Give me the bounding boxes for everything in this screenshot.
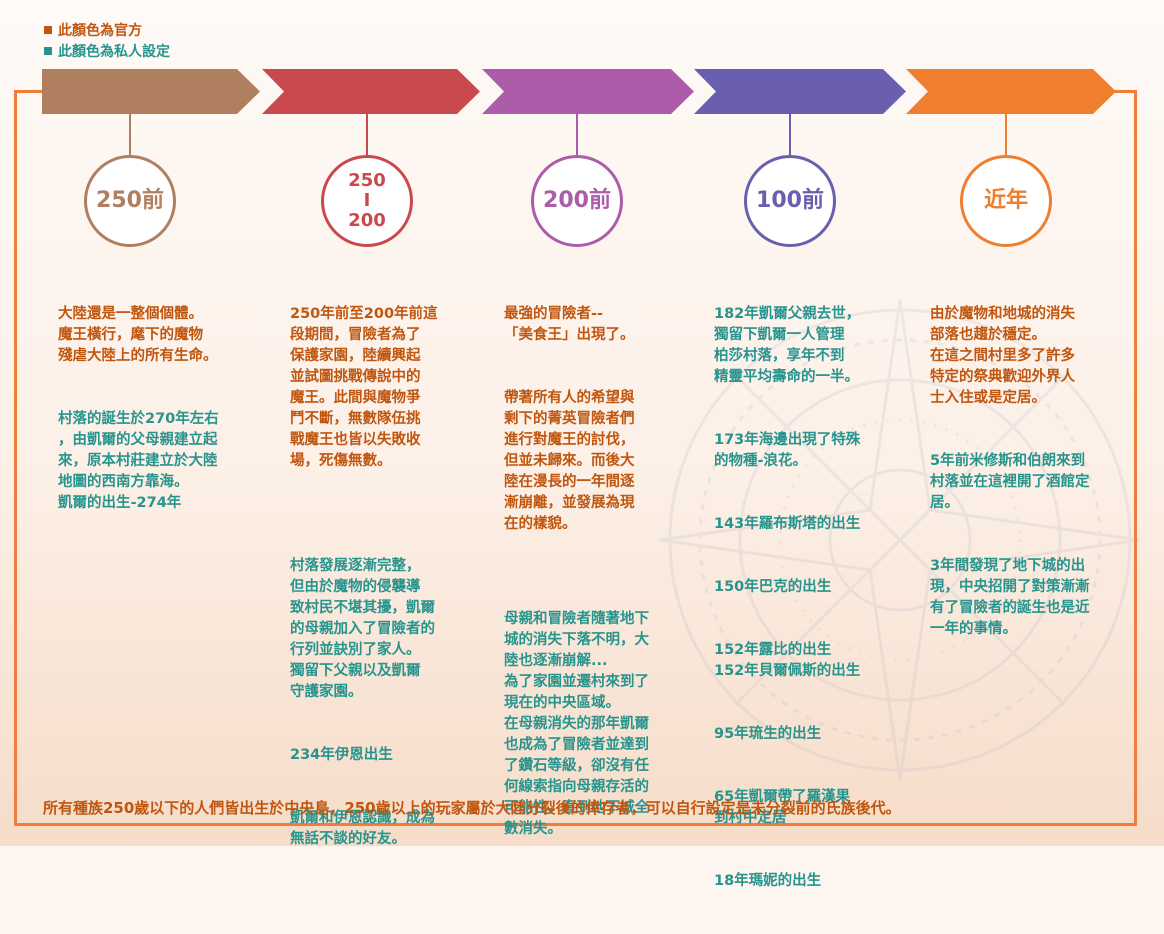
period-3-circle: 200前 [531,155,623,247]
period-1-paragraph: 村落的誕生於270年左右 ，由凱爾的父母親建立起 來，原本村莊建立於大陸 地圖的… [58,411,219,511]
legend-official: 此顏色為官方 [44,20,142,40]
legend-private: 此顏色為私人設定 [44,41,170,61]
period-3-paragraph: 最強的冒險者-- 「美食王」出現了。 [504,306,635,343]
period-4-label: 100前 [756,187,824,213]
background [0,0,1164,846]
period-1-circle: 250前 [84,155,176,247]
period-2-paragraph: 234年伊恩出生 [290,747,393,763]
period-1-stem [129,114,131,158]
footer-note: 所有種族250歲以下的人們皆出生於中央島，250歲以上的玩家屬於大陸分裂後的倖存… [43,799,901,817]
frame-top-left [14,90,44,93]
timeline-arrow-4 [694,69,906,114]
period-1-label: 250前 [96,187,164,213]
legend-official-label: 此顏色為官方 [58,23,142,39]
frame-top-right [1110,90,1137,93]
period-2-label-line-1: 250 [348,170,386,192]
period-2-text: 250年前至200年前這 段期間，冒險者為了 保護家園，陸續興起 並試圖挑戰傳說… [290,283,480,892]
period-4-circle: 100前 [744,155,836,247]
timeline-arrow-5 [906,69,1116,114]
period-4-paragraph: 182年凱爾父親去世， 獨留下凱爾一人管理 柏莎村落，享年不到 精靈平均壽命的一… [714,306,861,385]
period-4-paragraph: 173年海邊出現了特殊 的物種-浪花。 [714,432,861,469]
period-1-text: 大陸還是一整個個體。 魔王橫行，麾下的魔物 殘虐大陸上的所有生命。 村落的誕生於… [58,283,258,556]
period-1-paragraph: 大陸還是一整個個體。 魔王橫行，麾下的魔物 殘虐大陸上的所有生命。 [58,306,218,364]
period-2-label-line-3: 200 [348,209,386,231]
period-2-stem [366,114,368,158]
period-3-label: 200前 [543,187,611,213]
period-3-paragraph: 帶著所有人的希望與 剩下的菁英冒險者們 進行對魔王的討伐， 但並未歸來。而後大 … [504,390,635,532]
legend-private-label: 此顏色為私人設定 [58,44,170,60]
period-4-paragraph: 150年巴克的出生 [714,579,832,595]
period-4-text: 182年凱爾父親去世， 獨留下凱爾一人管理 柏莎村落，享年不到 精靈平均壽命的一… [714,283,904,934]
period-2-paragraph: 250年前至200年前這 段期間，冒險者為了 保護家園，陸續興起 並試圖挑戰傳說… [290,306,438,469]
period-4-paragraph: 95年琉生的出生 [714,726,822,742]
compass-emblem-watermark [659,299,1141,781]
legend-official-swatch [44,26,52,34]
period-4-stem [789,114,791,158]
timeline-arrow-2 [262,69,480,114]
period-2-paragraph: 村落發展逐漸完整， 但由於魔物的侵襲導 致村民不堪其擾，凱爾 的母親加入了冒險者… [290,558,435,700]
period-2-paragraph: 凱爾和伊恩認識，成為 無話不談的好友。 [290,810,435,847]
period-3-paragraph: 母親和冒險者隨著地下 城的消失下落不明，大 陸也逐漸崩解... 為了家園並遷村來… [504,611,649,837]
period-3-stem [576,114,578,158]
period-5-stem [1005,114,1007,158]
period-4-paragraph: 152年露比的出生 152年貝爾佩斯的出生 [714,642,861,679]
timeline-arrow-1 [42,69,260,114]
timeline-arrow-3 [482,69,694,114]
period-5-paragraph: 3年間發現了地下城的出 現，中央招開了對策漸漸 有了冒險者的誕生也是近 一年的事… [930,558,1090,637]
period-5-paragraph: 5年前米修斯和伯朗來到 村落並在這裡開了酒館定 居。 [930,453,1090,511]
period-5-text: 由於魔物和地城的消失 部落也趨於穩定。 在這之間村里多了許多 特定的祭典歡迎外界… [930,283,1130,682]
period-5-paragraph: 由於魔物和地城的消失 部落也趨於穩定。 在這之間村里多了許多 特定的祭典歡迎外界… [930,306,1075,406]
period-4-paragraph: 65年凱爾帶了羅漢果 到村中定居 [714,789,851,826]
period-5-label: 近年 [983,187,1028,213]
period-5-circle: 近年 [960,155,1052,247]
period-4-paragraph: 143年羅布斯塔的出生 [714,516,861,532]
timeline-frame [14,90,1137,826]
legend-private-swatch [44,47,52,55]
period-3-text: 最強的冒險者-- 「美食王」出現了。 帶著所有人的希望與 剩下的菁英冒險者們 進… [504,283,694,882]
period-4-paragraph: 18年瑪妮的出生 [714,873,822,889]
period-2-label-line-2: I [363,190,371,212]
period-2-circle: 250 I 200 [321,155,413,247]
